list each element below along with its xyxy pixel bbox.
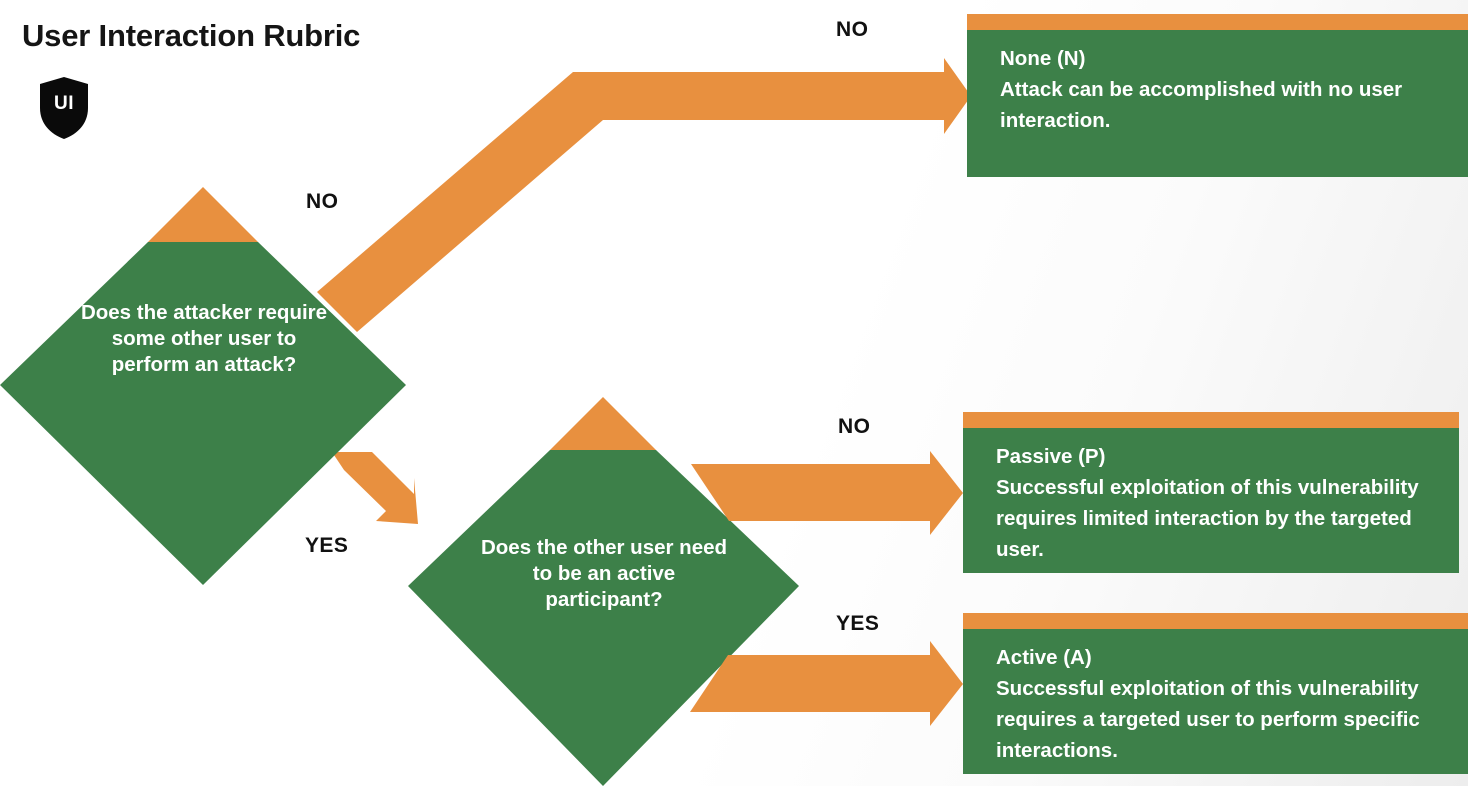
page-title: User Interaction Rubric xyxy=(22,18,361,53)
outcome-none-heading: None (N) xyxy=(1000,47,1086,70)
branch-label-no-none: NO xyxy=(836,18,869,41)
decision-diamond-1-body xyxy=(0,242,406,585)
decision-diamond-2-top xyxy=(550,397,656,450)
outcome-active-heading: Active (A) xyxy=(996,646,1092,669)
branch-label-yes-active: YES xyxy=(836,612,880,635)
shield-icon xyxy=(37,74,91,142)
arrow-yes-to-active xyxy=(690,641,963,726)
outcome-passive-description: Successful exploitation of this vulnerab… xyxy=(996,476,1425,562)
branch-label-yes-decision1: YES xyxy=(305,534,349,557)
arrow-no-to-passive xyxy=(691,451,963,535)
outcome-card-active: Active (A) Successful exploitation of th… xyxy=(963,613,1468,774)
decision-diamond-1-top xyxy=(148,187,258,242)
branch-label-no-decision1: NO xyxy=(306,190,339,213)
decision-diamond-2-body xyxy=(408,450,799,786)
outcome-passive-heading: Passive (P) xyxy=(996,445,1106,468)
arrow-yes-to-decision2 xyxy=(332,452,418,524)
arrow-no-to-none xyxy=(317,58,971,332)
outcome-none-description: Attack can be accomplished with no user … xyxy=(1000,78,1408,133)
outcome-card-passive: Passive (P) Successful exploitation of t… xyxy=(963,412,1459,573)
outcome-active-description: Successful exploitation of this vulnerab… xyxy=(996,677,1426,763)
outcome-card-none: None (N) Attack can be accomplished with… xyxy=(967,14,1468,177)
branch-label-no-passive: NO xyxy=(838,415,871,438)
